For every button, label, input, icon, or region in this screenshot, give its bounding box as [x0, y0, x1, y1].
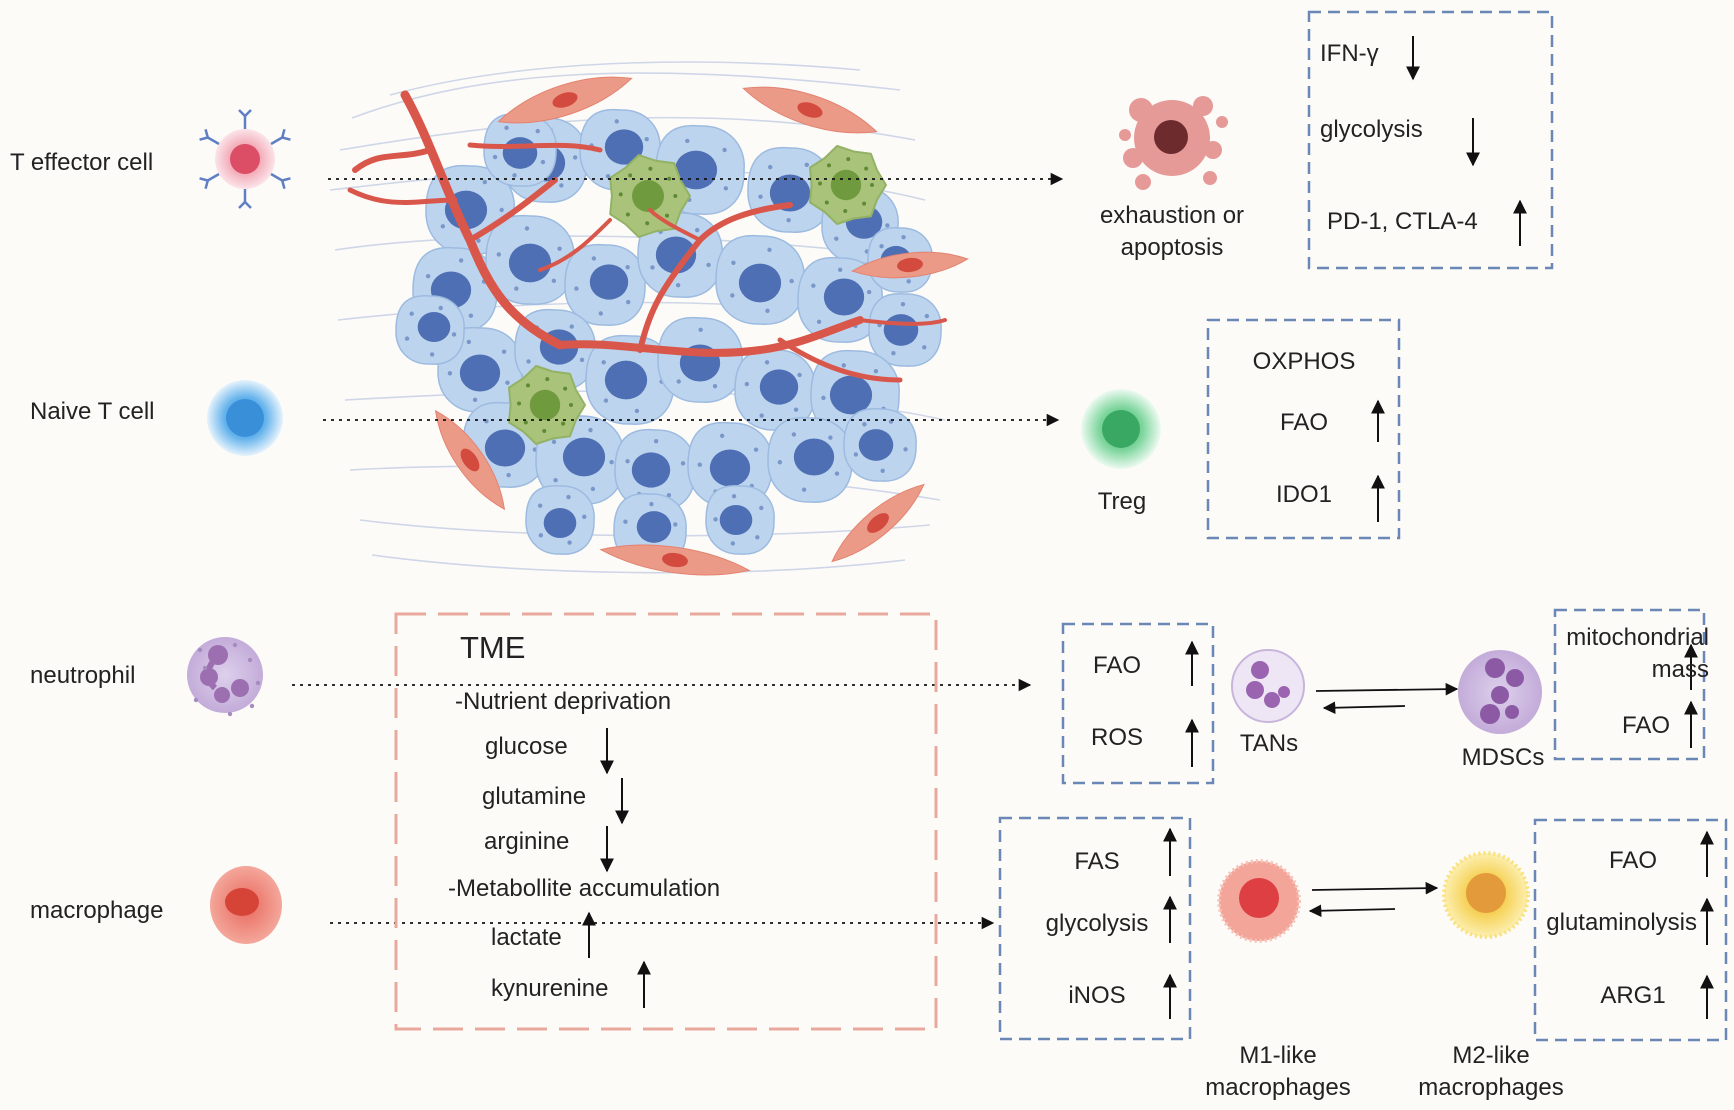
box-treg-metabolism — [1206, 318, 1401, 540]
label-mdscs: MDSCs — [1461, 744, 1545, 771]
m1-fas: FAS — [1074, 848, 1120, 875]
tan-ros: ROS — [1090, 724, 1144, 751]
m2-glutaminolysis: glutaminolysis — [1546, 909, 1697, 936]
dashed-boxes — [998, 10, 1728, 1042]
m2-arg1: ARG1 — [1600, 982, 1666, 1009]
tan-fao: FAO — [1092, 652, 1142, 679]
label-neutrophil: neutrophil — [30, 662, 136, 689]
macrophage-icon — [210, 866, 282, 944]
mdsc-mitochondrial-mass: mitochondrial mass — [1566, 622, 1734, 687]
teff-glycolysis: glycolysis — [1320, 116, 1423, 143]
box-tan-metabolism — [1061, 622, 1215, 785]
label-treg: Treg — [1097, 488, 1147, 515]
fibroblast — [434, 409, 506, 511]
tumor-cell — [614, 428, 696, 511]
tumor-cell — [564, 243, 646, 326]
tme-lactate: lactate — [491, 924, 562, 951]
blood-vessels — [347, 90, 947, 383]
box-m2-metabolism — [1533, 818, 1728, 1042]
fibroblast — [851, 251, 969, 279]
teff-pd1-ctla4: PD-1, CTLA-4 — [1327, 208, 1478, 235]
label-exhaustion-apoptosis: exhaustion or apoptosis — [1099, 202, 1245, 262]
box-tme — [394, 612, 938, 1031]
fibroblast — [742, 86, 878, 134]
naive-t-cell-icon — [207, 380, 283, 456]
green-cell — [809, 145, 887, 225]
tumor-cell — [767, 416, 853, 503]
fibroblast — [497, 76, 633, 124]
m2-fao: FAO — [1608, 847, 1658, 874]
tumor-cell — [868, 292, 942, 367]
t-effector-cell-icon — [199, 109, 291, 209]
box-mdsc-metabolism — [1553, 608, 1706, 761]
fibroblast — [599, 544, 751, 576]
treg-ido1: IDO1 — [1275, 481, 1333, 508]
label-macrophage: macrophage — [30, 897, 164, 924]
m1-inos: iNOS — [1068, 982, 1126, 1009]
label-t-effector-cell: T effector cell — [10, 149, 154, 176]
tme-kynurenine: kynurenine — [491, 975, 609, 1002]
mdsc-fao: FAO — [1621, 712, 1670, 739]
tumor-illustration — [329, 61, 969, 576]
green-cell — [508, 365, 586, 445]
label-tans: TANs — [1239, 730, 1299, 757]
tumor-cell — [525, 484, 595, 555]
tme-glucose: glucose — [485, 733, 568, 760]
tme-glutamine: glutamine — [482, 783, 587, 810]
tumor-cell — [705, 484, 775, 555]
tumor-cell — [483, 112, 557, 187]
treg-fao: FAO — [1279, 409, 1329, 436]
neutrophil-icon — [187, 637, 263, 717]
tumor-cell — [715, 234, 805, 325]
exhaustion-cell-icon — [1119, 96, 1228, 190]
mdscs-cell-icon — [1458, 650, 1542, 734]
fibroblasts — [434, 76, 969, 576]
tumor-cell — [687, 421, 773, 508]
green-cell — [609, 154, 691, 238]
label-m1-macrophages: M1-like macrophages — [1205, 1042, 1351, 1102]
tumor-cell — [843, 407, 917, 482]
treg-oxphos: OXPHOS — [1252, 348, 1356, 375]
tumor-cell — [395, 294, 465, 365]
green-cells — [508, 145, 887, 445]
fibroblast — [831, 483, 925, 563]
tme-nutrient-deprivation: -Nutrient deprivation — [455, 688, 672, 715]
box-m1-metabolism — [998, 816, 1192, 1041]
treg-cell-icon — [1081, 389, 1161, 469]
m1-macrophage-icon — [1217, 859, 1301, 943]
dotted-arrows — [292, 172, 1064, 930]
label-m2-macrophages: M2-like macrophages — [1418, 1042, 1564, 1102]
trend-arrows — [582, 36, 1714, 1019]
tans-cell-icon — [1231, 649, 1305, 723]
tme-metabolite-accumulation: -Metabollite accumulation — [448, 875, 721, 902]
mdsc-mitochondrial-mass-text: mitochondrial mass — [1566, 624, 1709, 684]
teff-ifn-gamma: IFN-γ — [1320, 40, 1379, 67]
m2-macrophage-icon — [1442, 851, 1530, 939]
tme-arginine: arginine — [484, 828, 570, 855]
tumor-cell — [657, 316, 743, 403]
box-teff-metabolism — [1307, 10, 1554, 270]
m1-glycolysis: glycolysis — [1045, 910, 1149, 937]
conversion-arrows — [1308, 682, 1459, 918]
tme-title: TME — [460, 630, 526, 665]
label-naive-t-cell: Naive T cell — [30, 398, 155, 425]
